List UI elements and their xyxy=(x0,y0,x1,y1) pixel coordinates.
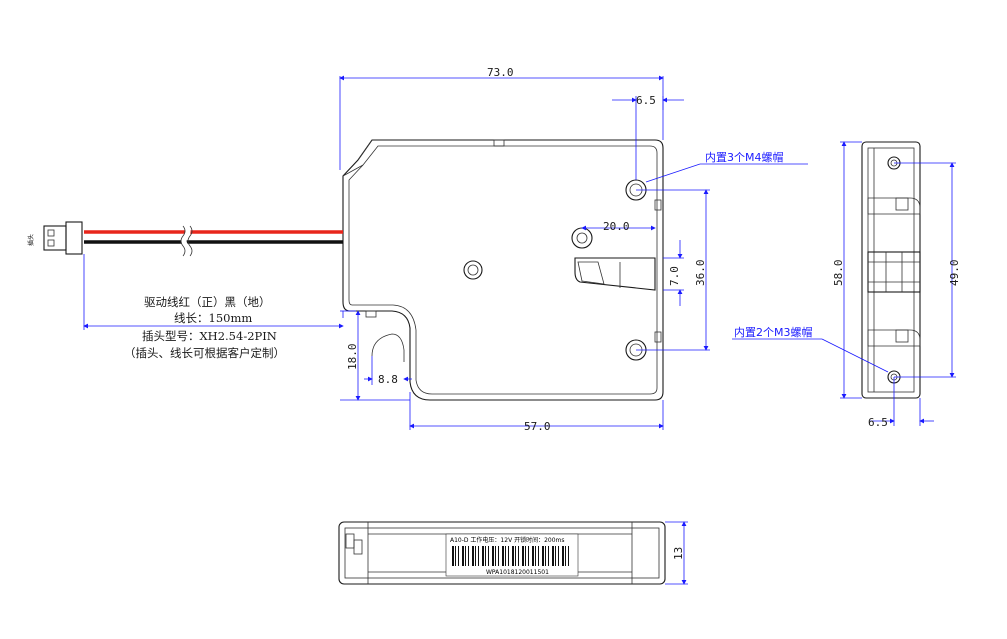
latch xyxy=(571,227,656,291)
m4-hole-middle xyxy=(463,260,483,280)
wire-harness: 插头 xyxy=(27,221,343,258)
lock-body-outline xyxy=(342,139,664,401)
dim-latch-offset: 7.0 xyxy=(668,266,681,286)
label-spec: A10-D 工作电压：12V 开锁时间：200ms xyxy=(450,536,565,544)
dim-latch-width: 20.0 xyxy=(603,220,630,233)
wire-note-connector: 插头型号：XH2.54-2PIN xyxy=(142,329,277,343)
dim-width-top: 73.0 xyxy=(487,66,514,79)
front-view xyxy=(342,139,664,401)
dim-hole-offset-top: 6.5 xyxy=(636,94,656,107)
wire-note-length: 线长：150mm xyxy=(174,311,252,325)
barcode xyxy=(452,546,569,566)
wire-note-color: 驱动线红（正）黑（地） xyxy=(144,295,271,309)
label-serial: WPA1018120011501 xyxy=(486,569,549,576)
side-view xyxy=(861,141,921,399)
connector: 插头 xyxy=(27,221,83,255)
dim-height-right: 36.0 xyxy=(694,260,707,287)
note-m4-nuts: 内置3个M4螺帽 xyxy=(705,150,784,164)
front-dimensions: 73.0 6.5 20.0 7.0 36.0 内置3个M4螺帽 18.0 xyxy=(339,66,808,433)
wire-note-custom: （插头、线长可根据客户定制） xyxy=(124,346,285,360)
note-m3-nuts: 内置2个M3螺帽 xyxy=(734,325,813,339)
dim-side-offset: 6.5 xyxy=(868,416,888,429)
wire-notes: 驱动线红（正）黑（地） 线长：150mm 插头型号：XH2.54-2PIN （插… xyxy=(83,254,344,360)
dim-side-inner: 49.0 xyxy=(948,260,961,287)
bottom-view: A10-D 工作电压：12V 开锁时间：200ms WPA10181200115… xyxy=(338,521,688,585)
dim-height-left: 18.0 xyxy=(346,344,359,371)
dim-bottom-width: 57.0 xyxy=(524,420,551,433)
dim-side-outer: 58.0 xyxy=(832,260,845,287)
side-dimensions: 58.0 49.0 6.5 内置2个M3螺帽 xyxy=(732,141,961,429)
connector-label: 插头 xyxy=(27,234,35,246)
dim-notch-width: 8.8 xyxy=(378,373,398,386)
dim-thickness: 13 xyxy=(672,547,685,560)
product-label: A10-D 工作电压：12V 开锁时间：200ms WPA10181200115… xyxy=(445,533,579,577)
